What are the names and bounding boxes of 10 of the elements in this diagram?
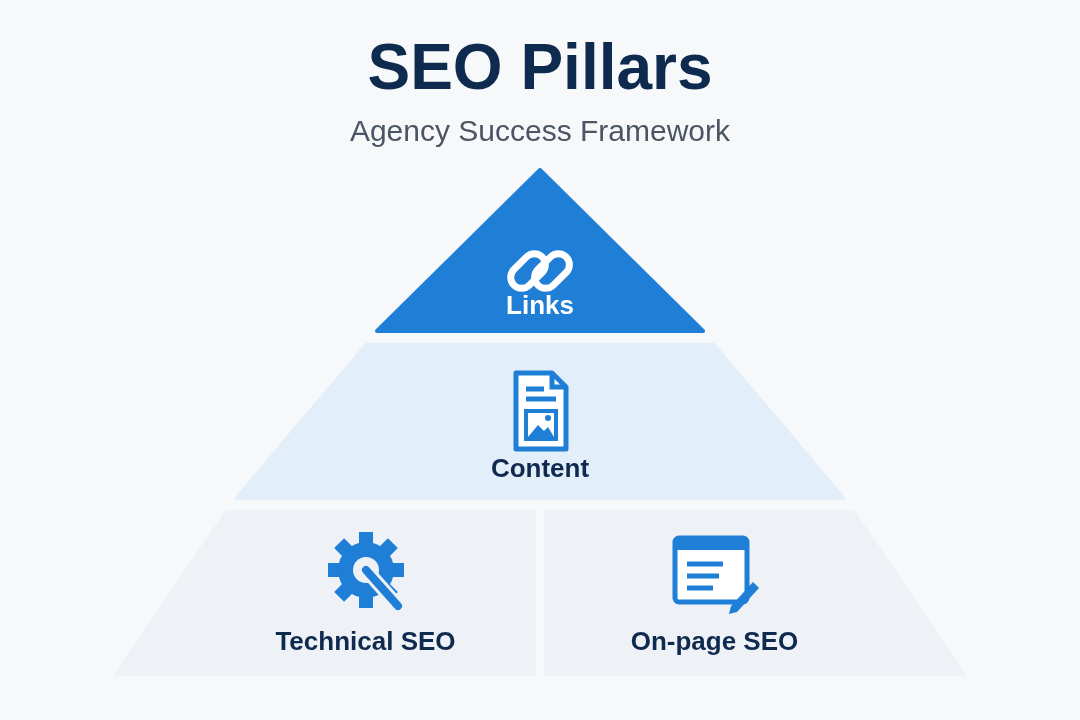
pyramid-tier [115, 510, 536, 676]
subtitle: Agency Success Framework [349, 114, 731, 147]
pyramid-tier [375, 168, 705, 333]
tier-label: Content [490, 453, 590, 484]
title: SEO Pillars [367, 31, 713, 103]
tier-label: On-page SEO [630, 626, 799, 657]
pyramid-tier [544, 510, 965, 676]
tier-label: Technical SEO [275, 626, 456, 657]
pyramid-tier [235, 343, 845, 500]
tier-label: Links [506, 290, 574, 321]
